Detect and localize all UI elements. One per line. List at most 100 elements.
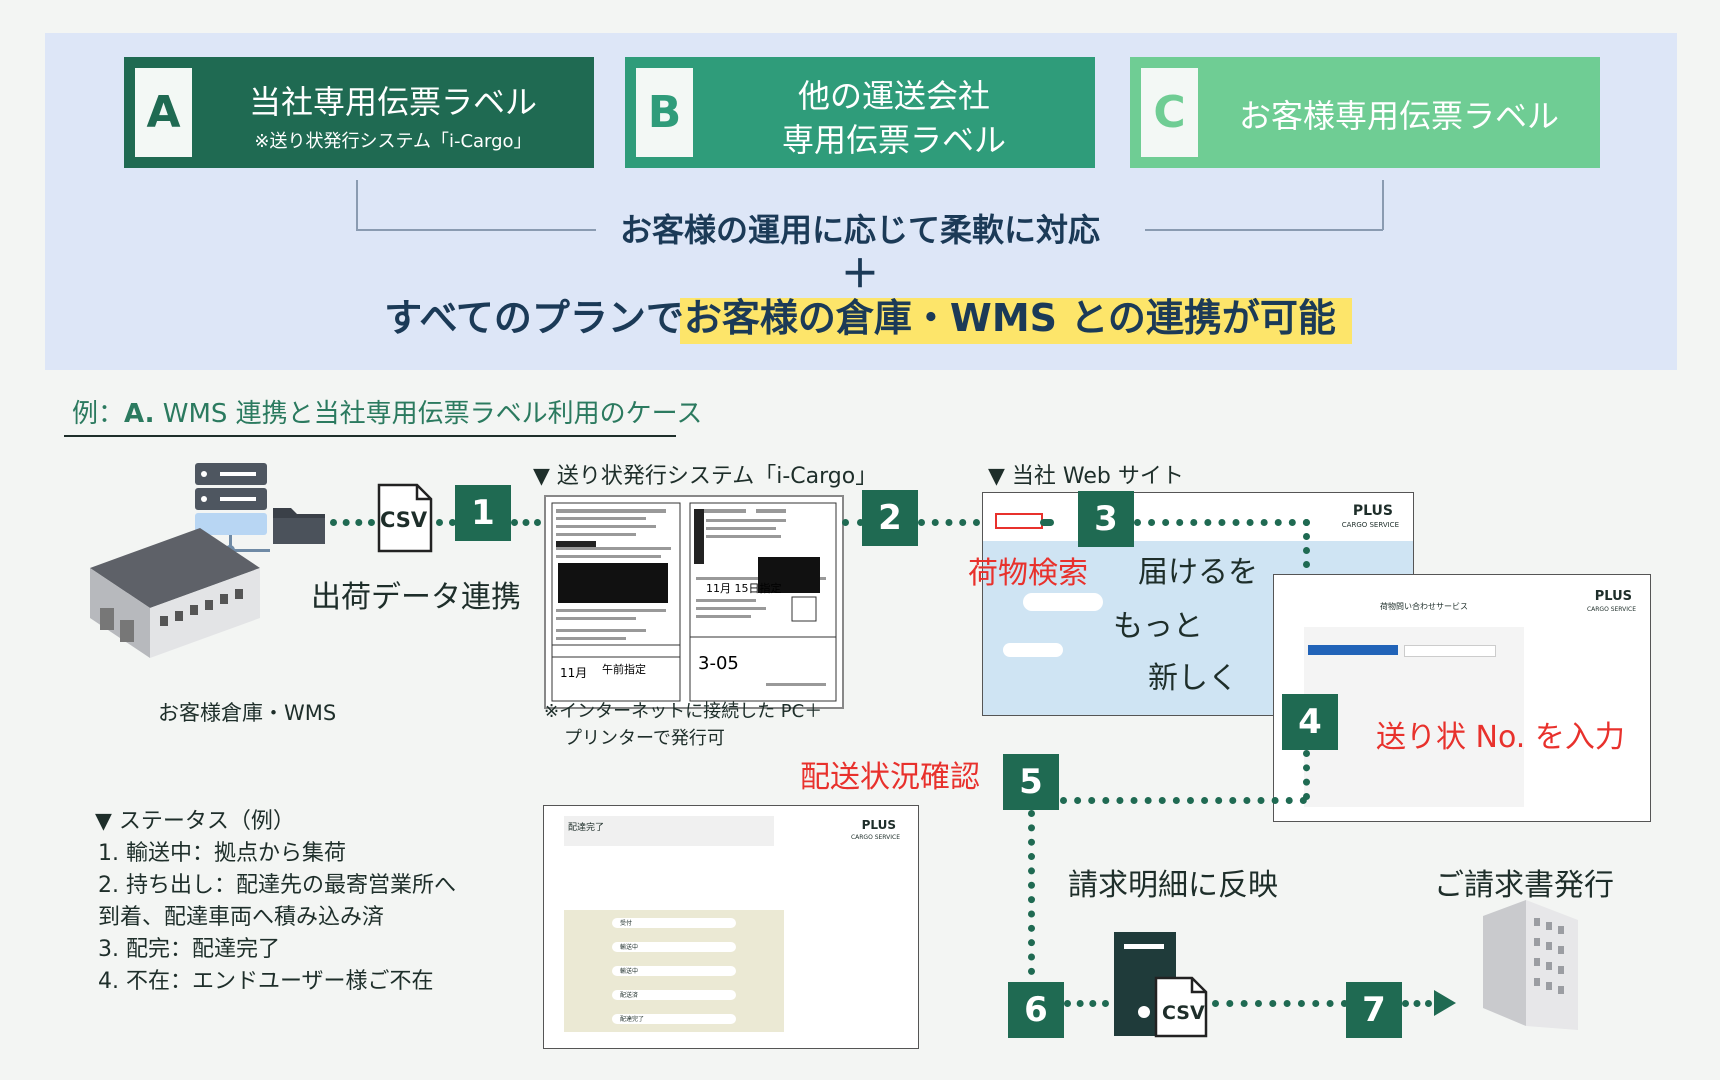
label-code: 3-05	[698, 653, 739, 674]
icargo-title: ▼ 送り状発行システム「i-Cargo」	[533, 464, 878, 489]
connector-label-step2	[842, 519, 864, 526]
inquiry-title: 荷物問い合わせサービス	[1380, 602, 1468, 611]
connector-step4-step5	[1060, 797, 1307, 804]
billing-server-icon	[1114, 932, 1208, 1038]
bracket-bottom-left	[356, 229, 596, 231]
example-prefix: 例：	[72, 399, 125, 429]
bracket-bottom-right	[1145, 229, 1383, 231]
bracket-right	[1382, 180, 1384, 230]
status-item-3: 3. 配完：配達完了	[98, 937, 280, 962]
svg-text:11月: 11月	[560, 666, 587, 680]
status-row-2: 輸送中	[612, 942, 736, 952]
status-item-1: 1. 輸送中：拠点から集荷	[98, 841, 346, 866]
delivery-check-label: 配送状況確認	[800, 760, 980, 795]
cloud-1	[1023, 593, 1103, 611]
icargo-note-2: プリンターで発行可	[564, 728, 725, 749]
bracket-left	[356, 180, 358, 230]
example-heading: 例：A. WMS 連携と当社専用伝票ラベル利用のケース	[72, 393, 702, 430]
hero-line-3: 新しく	[1148, 661, 1238, 696]
csv-label-1: CSV	[380, 508, 428, 532]
all-plans-text: すべてのプランでお客様の倉庫・WMS との連携が可能	[384, 296, 1336, 340]
plan-a-letter: A	[135, 68, 192, 157]
connector-csv-step1	[436, 519, 456, 526]
shipping-label-image: 11月 午前指定 11月 15日指定 3-05	[544, 495, 844, 709]
plus-sign: ＋	[840, 252, 879, 296]
cloud-2	[1003, 643, 1063, 657]
status-row-4: 配送済	[612, 990, 736, 1000]
web-title: ▼ 当社 Web サイト	[988, 464, 1184, 489]
plan-b-line2: 専用伝票ラベル	[781, 121, 1006, 159]
icargo-note-1: ※インターネットに接続した PC＋	[544, 701, 823, 722]
connector-server-step7	[1212, 1000, 1348, 1007]
status-row-5: 配達完了	[612, 1014, 736, 1024]
connector-step2-web	[918, 519, 980, 526]
web-brand-sub: CARGO SERVICE	[1341, 521, 1399, 529]
connector-web-step3-left	[1040, 519, 1054, 526]
label-date: 11月 15日指定	[706, 581, 782, 595]
example-underline	[64, 435, 676, 437]
hero-line-1: 届けるを	[1138, 555, 1258, 590]
shipping-link-label: 出荷データ連携	[311, 580, 521, 615]
inquiry-brand: PLUS	[1594, 589, 1632, 604]
step-2: 2	[862, 490, 918, 546]
step-4: 4	[1282, 694, 1338, 750]
plan-c-letter: C	[1141, 68, 1198, 157]
step-7: 7	[1346, 982, 1402, 1038]
cargo-search-label: 荷物検索	[968, 556, 1088, 591]
csv-label-2: CSV	[1162, 1002, 1205, 1024]
step-3: 3	[1078, 491, 1134, 547]
status-title: ▼ ステータス（例）	[95, 809, 295, 834]
example-case: A.	[124, 399, 155, 429]
example-rest: WMS 連携と当社専用伝票ラベル利用のケース	[154, 399, 703, 429]
connector-step3-right	[1134, 519, 1310, 526]
status-row-3: 輸送中	[612, 966, 736, 976]
inquiry-form	[1304, 627, 1524, 807]
plan-c-title: お客様専用伝票ラベル	[1238, 97, 1559, 135]
status-item-2-cont: 到着、配達車両へ積み込み済	[98, 905, 385, 930]
highlight-marker	[680, 298, 1352, 344]
connector-step5-down	[1028, 810, 1035, 975]
status-header-bar	[564, 816, 774, 846]
office-building-icon	[1483, 900, 1578, 1030]
warehouse-icon	[90, 463, 270, 658]
billing-reflect-label: 請求明細に反映	[1068, 868, 1278, 903]
connector-folder-csv	[330, 519, 375, 526]
status-item-4: 4. 不在：エンドユーザー様ご不在	[98, 969, 434, 994]
plan-c-card: C お客様専用伝票ラベル	[1130, 57, 1600, 168]
arrow-right-icon	[1434, 990, 1456, 1016]
folder-icon	[273, 508, 325, 544]
status-row-1: 受付	[612, 918, 736, 928]
input-number-label: 送り状 No. を入力	[1376, 720, 1625, 755]
status-doc-brand-sub: CARGO SERVICE	[850, 834, 900, 841]
invoice-issue-label: ご請求書発行	[1434, 868, 1614, 903]
search-highlight-box	[995, 513, 1043, 529]
svg-text:午前指定: 午前指定	[602, 662, 646, 676]
plan-b-letter: B	[636, 68, 693, 157]
inquiry-brand-sub: CARGO SERVICE	[1586, 606, 1636, 613]
status-list: 1. 輸送中：拠点から集荷 2. 持ち出し：配達先の最寄営業所へ 到着、配達車両…	[98, 838, 456, 998]
plan-b-line1: 他の運送会社	[797, 77, 990, 115]
step-5: 5	[1003, 754, 1059, 810]
inquiry-button[interactable]	[1308, 645, 1398, 655]
step-1: 1	[455, 485, 511, 541]
flexible-text: お客様の運用に応じて柔軟に対応	[619, 211, 1100, 249]
web-brand: PLUS	[1352, 503, 1393, 519]
csv-file-icon	[377, 483, 433, 553]
warehouse-label: お客様倉庫・WMS	[158, 701, 337, 725]
plan-a-card: A 当社専用伝票ラベル ※送り状発行システム「i-Cargo」	[124, 57, 594, 168]
delivery-status-screenshot: 配達完了 PLUS CARGO SERVICE 受付 輸送中 輸送中 配送済 配…	[543, 805, 919, 1049]
connector-step6-server	[1064, 1000, 1109, 1007]
connector-step4-down	[1303, 750, 1310, 800]
website-header	[983, 493, 1413, 541]
step-6: 6	[1008, 982, 1064, 1038]
status-doc-title: 配達完了	[568, 823, 605, 833]
connector-step1-label	[511, 519, 541, 526]
connector-step7-arrow	[1402, 1000, 1432, 1007]
plan-a-title: 当社専用伝票ラベル	[248, 83, 537, 121]
status-item-2: 2. 持ち出し：配達先の最寄営業所へ	[98, 873, 456, 898]
hero-line-2: もっと	[1113, 609, 1203, 644]
status-doc-brand: PLUS	[861, 818, 896, 832]
clear-button[interactable]	[1404, 645, 1496, 657]
shipping-label-drawing: 11月 午前指定 11月 15日指定 3-05	[551, 502, 837, 702]
plan-b-card: B 他の運送会社 専用伝票ラベル	[625, 57, 1095, 168]
